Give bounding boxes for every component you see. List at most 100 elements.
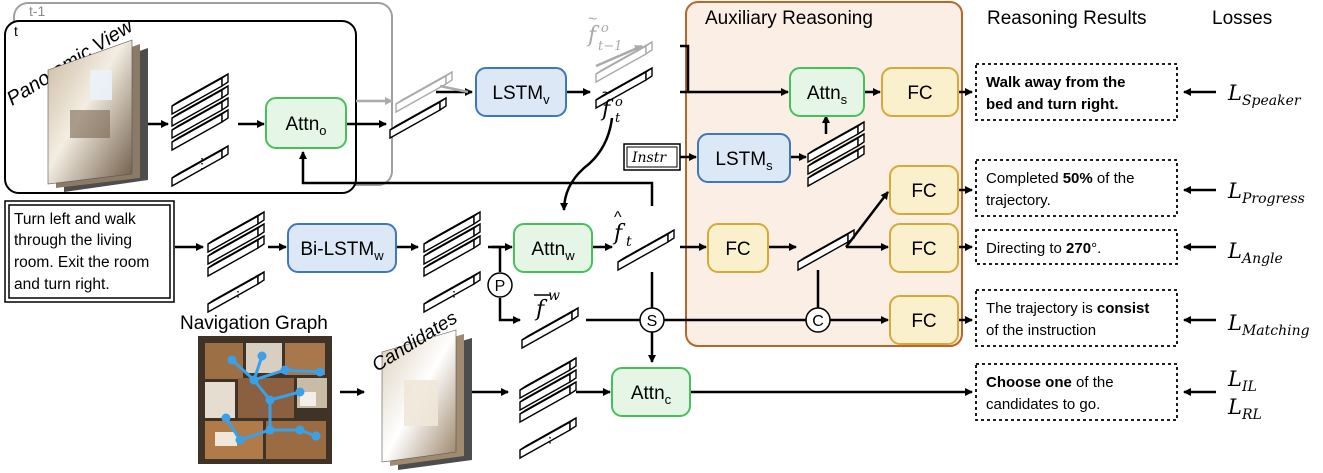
nav-node (235, 435, 245, 445)
lstm-s-module-label: LSTMs (715, 149, 773, 173)
instruction-box-outer (4, 200, 175, 303)
prev-step-connections (356, 44, 643, 105)
attn-w-module: Attnw (513, 223, 593, 273)
f-hat-vector (617, 228, 675, 272)
ellipsis: ⋮ (543, 429, 557, 445)
prev-view-feature (395, 70, 453, 114)
operator-c: C (805, 307, 831, 333)
instruction-line: and turn right. (14, 276, 110, 293)
feature-stacks: ⋮ ⋮ ⋮ ⋮ (171, 40, 865, 460)
result-line: Choose one of the (986, 374, 1114, 391)
operator-p-label: P (495, 278, 506, 295)
f-cur-sup: o (615, 95, 623, 110)
feature-f-hat: f t ^ (612, 209, 632, 250)
fc-mid-module-label: FC (725, 239, 750, 260)
nav-edge (284, 368, 321, 374)
nav-node (295, 425, 305, 435)
nav-node (227, 355, 237, 365)
loss-speaker: LSpeaker (1183, 81, 1302, 109)
connections (148, 44, 973, 396)
result-angle: Directing to 270°. (975, 229, 1178, 265)
attended-view-feature (389, 96, 447, 140)
loss-label: LAngle (1227, 239, 1283, 267)
attn-w-module-label: Attnw (531, 239, 575, 263)
ellipsis: ⋮ (231, 283, 245, 299)
fc-speaker-module: FC (881, 67, 959, 117)
fc-matching-module-label: FC (911, 311, 936, 332)
f-bar-base: f (534, 297, 548, 322)
losses-header: Losses (1212, 8, 1272, 29)
lstm-v-output (595, 66, 653, 110)
lstm-v-module: LSTMv (475, 67, 567, 117)
operator-s: S (639, 307, 665, 333)
fc-angle-module: FC (889, 223, 959, 273)
fc-angle-module-label: FC (911, 239, 936, 260)
nav-edge (230, 358, 256, 382)
nav-node (249, 375, 259, 385)
instr-label: Instr (631, 150, 667, 166)
loss-label: LRL (1227, 395, 1262, 423)
nav-node (221, 413, 231, 423)
results-header: Reasoning Results (987, 8, 1146, 29)
attn-s-module: Attns (789, 67, 865, 117)
fc-progress-module: FC (889, 165, 959, 215)
speaker-features (807, 120, 865, 188)
fc-matching-module: FC (889, 295, 959, 345)
attn-o-module: Attno (265, 97, 347, 149)
ellipsis: ⋮ (195, 155, 209, 171)
attn-c-module: Attnc (611, 367, 691, 417)
result-line: Completed 50% of the (986, 170, 1134, 187)
nav-node (295, 387, 305, 397)
result-line: trajectory. (986, 192, 1051, 209)
loss-label: LIL (1227, 367, 1257, 395)
f-hat-mark: ^ (614, 209, 622, 226)
loss-label: LMatching (1227, 311, 1310, 339)
loss-matching: LMatching (1183, 311, 1310, 339)
loss-label: LProgress (1227, 179, 1305, 207)
candidate-features: ⋮ (519, 356, 577, 460)
result-candidate: Choose one of the candidates to go. (975, 363, 1178, 421)
f-bar-sup: w (548, 288, 560, 304)
nav-node (265, 395, 275, 405)
candidate-images (381, 329, 472, 470)
panorama-images (47, 39, 148, 192)
ellipsis: ⋮ (447, 283, 461, 299)
navigation-graph-label: Navigation Graph (180, 313, 328, 334)
attn-s-module-label: Attns (807, 83, 848, 107)
lstm-v-module-label: LSTMv (492, 83, 550, 107)
result-line: The trajectory is consist (986, 300, 1149, 317)
nav-edge (239, 428, 271, 442)
f-prev-sup: o (601, 21, 609, 36)
result-line: Directing to 270°. (986, 240, 1101, 257)
result-line: candidates to go. (986, 396, 1100, 413)
f-cur-tilde: ~ (602, 85, 611, 102)
operator-s-label: S (647, 313, 658, 330)
f-bar-vector (521, 306, 579, 350)
instruction-line: Turn left and walk (14, 211, 136, 228)
panorama-features: ⋮ (171, 72, 229, 188)
word-features: ⋮ (207, 210, 265, 314)
result-line: bed and turn right. (986, 96, 1119, 113)
fc-speaker-module-label: FC (907, 83, 932, 104)
nav-node (311, 431, 321, 441)
nav-edge (269, 390, 301, 402)
attn-o-module-label: Attno (285, 114, 326, 138)
bilstm-w-module: Bi-LSTMw (287, 223, 397, 273)
frame-current-label: t (14, 23, 18, 39)
fc-progress-module-label: FC (911, 181, 936, 202)
result-line: Walk away from the (986, 74, 1125, 91)
f-prev-sub: t−1 (598, 39, 622, 54)
nav-node (265, 425, 275, 435)
bilstm-outputs: ⋮ (423, 210, 481, 314)
result-speaker: Walk away from the bed and turn right. (975, 63, 1178, 121)
nav-node (315, 367, 325, 377)
instruction-box-inner (8, 204, 171, 299)
loss-progress: LProgress (1183, 179, 1305, 207)
feature-f-bar: f w (534, 288, 560, 322)
nav-node (257, 351, 267, 361)
f-hat-sub: t (626, 234, 632, 250)
reasoning-results: Walk away from the bed and turn right. Com… (975, 63, 1178, 421)
